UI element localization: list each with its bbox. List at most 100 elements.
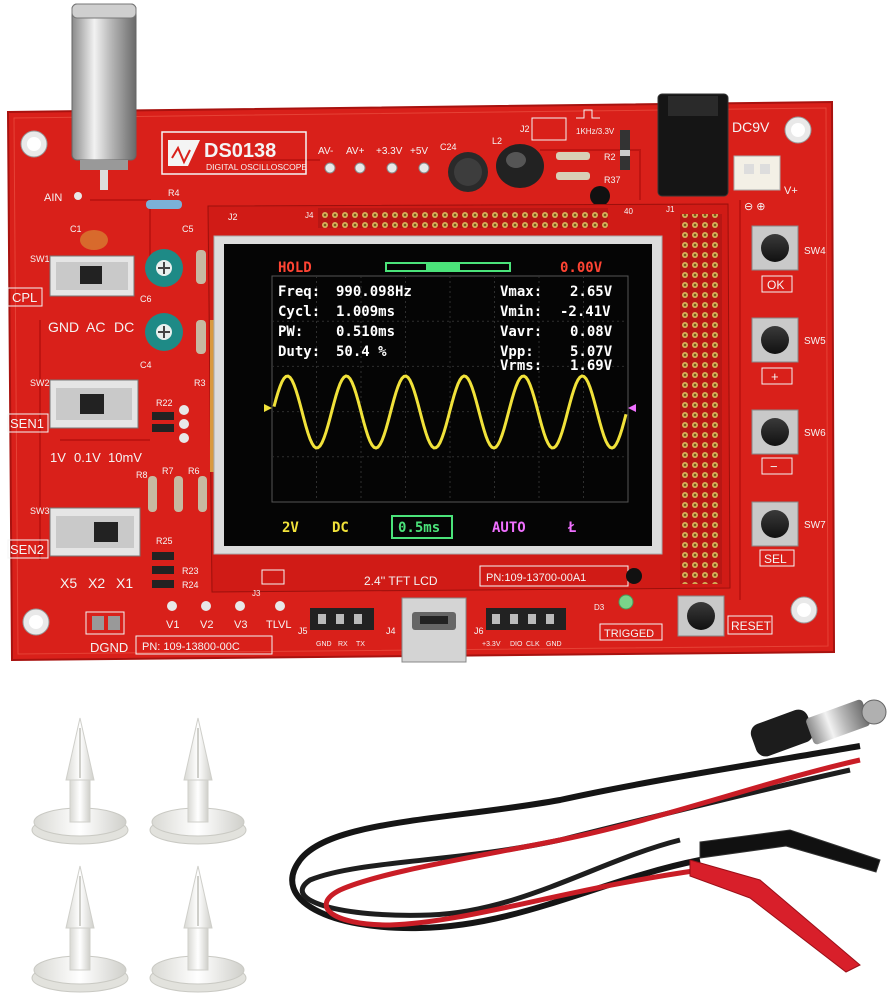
sen1-switch[interactable]: SW2 SEN1 1V 0.1V 10mV: [7, 378, 142, 465]
sw4-id: SW4: [804, 246, 826, 257]
svg-text:R37: R37: [604, 175, 621, 185]
meas-value: -2.41V: [560, 304, 611, 320]
meas-value: 5.07V: [570, 344, 613, 360]
sen2-label: SEN2: [10, 542, 44, 557]
svg-text:SW3: SW3: [30, 506, 50, 516]
standoff: [149, 717, 247, 845]
serial-header-j5: J5 GND RX TX: [298, 608, 374, 648]
sw5-plus-button[interactable]: SW5 +: [751, 317, 826, 385]
test-signal-label: 1KHz/3.3V: [576, 127, 615, 136]
svg-text:R7: R7: [162, 466, 174, 476]
j6-pin-gnd: GND: [546, 641, 562, 648]
sen1-option-1v: 1V: [50, 450, 66, 465]
svg-text:J6: J6: [474, 626, 484, 636]
board-logo: DS0138 DIGITAL OSCILLOSCOPE: [161, 131, 307, 175]
trigger-mode-indicator: AUTO: [492, 520, 526, 536]
cpl-option-dc: DC: [114, 319, 134, 335]
probe-points: V1 V2 V3 TLVL: [166, 601, 291, 631]
trigger-led: D3 TRIGGED: [594, 594, 663, 641]
svg-text:C1: C1: [70, 224, 82, 234]
volts-div-indicator: 2V: [282, 520, 299, 536]
svg-text:J5: J5: [298, 626, 308, 636]
svg-text:L2: L2: [492, 136, 502, 146]
meas-label: Freq:: [278, 284, 320, 300]
sen2-option-x1: X1: [116, 575, 133, 591]
svg-text:C4: C4: [140, 360, 152, 370]
meas-value: 990.098Hz: [336, 284, 412, 300]
svg-text:J1: J1: [666, 205, 675, 214]
sw7-sel-button[interactable]: SW7 SEL: [751, 501, 826, 567]
bnc-probe-cable: [289, 699, 887, 973]
lcd-size-label: 2.4'' TFT LCD: [364, 574, 438, 588]
meas-label: Vrms:: [500, 358, 542, 374]
meas-value: 1.69V: [570, 358, 613, 374]
reset-label: RESET: [731, 619, 772, 633]
sw5-label: +: [771, 369, 779, 384]
sen2-switch[interactable]: SW3 SEN2 X5 X2 X1 R25 R23 R24: [7, 506, 199, 591]
mini-usb-port[interactable]: J4: [386, 597, 467, 663]
meas-value: 2.65V: [570, 284, 613, 300]
trigger-edge-indicator: Ł: [567, 520, 576, 536]
reset-button[interactable]: RESET: [677, 595, 773, 637]
oscilloscope-board: DS0138 DIGITAL OSCILLOSCOPE AV- AV+ +3.3…: [6, 3, 836, 663]
voltage-test-pins: AV- AV+ +3.3V +5V: [318, 146, 430, 174]
dgnd-header: DGND: [85, 611, 128, 655]
sw6-minus-button[interactable]: SW6 −: [751, 409, 826, 475]
svg-text:R22: R22: [156, 398, 173, 408]
dc-power-jack: DC9V V+ ⊖ ⊕: [657, 93, 798, 213]
svg-text:D3: D3: [594, 603, 605, 612]
pin-label-5v: +5V: [410, 146, 428, 157]
j6-pin-3v3: +3.3V: [482, 641, 501, 648]
ain-label: AIN: [44, 192, 62, 204]
svg-text:R24: R24: [182, 580, 199, 590]
probe-label-tlvl: TLVL: [266, 619, 291, 631]
sw7-label: SEL: [764, 552, 787, 566]
meas-label: Vmax:: [500, 284, 542, 300]
meas-label: PW:: [278, 324, 303, 340]
cpl-option-ac: AC: [86, 319, 105, 335]
cpl-label: CPL: [12, 290, 37, 305]
subtitle-label: DIGITAL OSCILLOSCOPE: [206, 162, 307, 172]
standoff: [31, 865, 129, 993]
svg-text:V+: V+: [784, 185, 798, 197]
bnc-connector: [71, 3, 137, 190]
cpl-switch[interactable]: SW1 CPL GND AC DC: [7, 254, 135, 335]
sen2-option-x5: X5: [60, 575, 77, 591]
sen1-label: SEN1: [10, 416, 44, 431]
lcd-pn-label: PN:109-13700-00A1: [486, 572, 586, 584]
j5-pin-tx: TX: [356, 641, 365, 648]
sw4-ok-button[interactable]: SW4 OK: [751, 225, 826, 293]
meas-label: Vmin:: [500, 304, 542, 320]
meas-label: Vavr:: [500, 324, 542, 340]
sw6-label: −: [770, 459, 778, 474]
svg-text:R8: R8: [136, 470, 148, 480]
meas-value: 0.08V: [570, 324, 613, 340]
standoff: [149, 865, 247, 993]
debug-header-j6: J6 +3.3V DIO CLK GND: [474, 608, 566, 648]
measurements-left: Freq: 990.098Hz Cycl: 1.009ms PW: 0.510m…: [278, 284, 412, 360]
sw6-id: SW6: [804, 428, 826, 439]
svg-text:J4: J4: [386, 626, 396, 636]
sen1-option-0-1v: 0.1V: [74, 450, 101, 465]
brand-label: DS0138: [204, 140, 276, 162]
svg-text:R25: R25: [156, 536, 173, 546]
svg-text:SW1: SW1: [30, 254, 50, 264]
sw4-label: OK: [767, 278, 784, 292]
sen2-option-x2: X2: [88, 575, 105, 591]
pin-label-3v3: +3.3V: [376, 146, 403, 157]
svg-text:R23: R23: [182, 566, 199, 576]
svg-text:J2: J2: [228, 212, 238, 222]
sw5-id: SW5: [804, 336, 826, 347]
svg-text:J3: J3: [252, 589, 261, 598]
svg-text:J2: J2: [520, 124, 530, 134]
sw7-id: SW7: [804, 520, 826, 531]
nylon-standoffs: [31, 717, 247, 993]
svg-text:C5: C5: [182, 224, 194, 234]
meas-value: 50.4 %: [336, 344, 387, 360]
power-components: C24 L2 J2 1KHz/3.3V R2 R37: [440, 109, 630, 206]
mounting-hole-icon: [20, 116, 818, 636]
lcd-screen: HOLD 0.00V Freq: 990.098Hz Cycl: 1.009ms…: [213, 235, 663, 555]
board-pn-label: PN: 109-13800-00C: [142, 641, 240, 653]
meas-label: Duty:: [278, 344, 320, 360]
j5-pin-rx: RX: [338, 641, 348, 648]
